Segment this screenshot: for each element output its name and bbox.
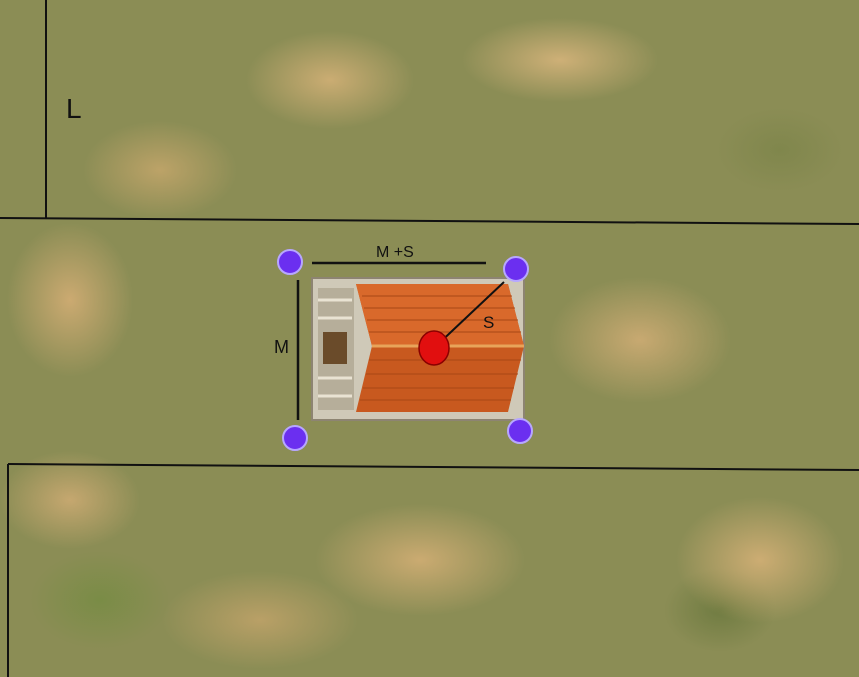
plot-boundary-line: [0, 218, 859, 224]
plot-label-l: L: [66, 93, 82, 125]
corner-marker-bottom-right[interactable]: [508, 419, 532, 443]
corner-marker-bottom-left[interactable]: [283, 426, 307, 450]
corner-marker-top-left[interactable]: [278, 250, 302, 274]
temple-building-icon: [312, 278, 524, 420]
corner-marker-top-right[interactable]: [504, 257, 528, 281]
width-dimension-label: M +S: [376, 244, 414, 262]
depth-dimension-label: M: [274, 337, 289, 358]
plot-boundary-line: [8, 464, 859, 470]
center-marker[interactable]: [419, 331, 449, 365]
setback-label: S: [483, 313, 494, 333]
